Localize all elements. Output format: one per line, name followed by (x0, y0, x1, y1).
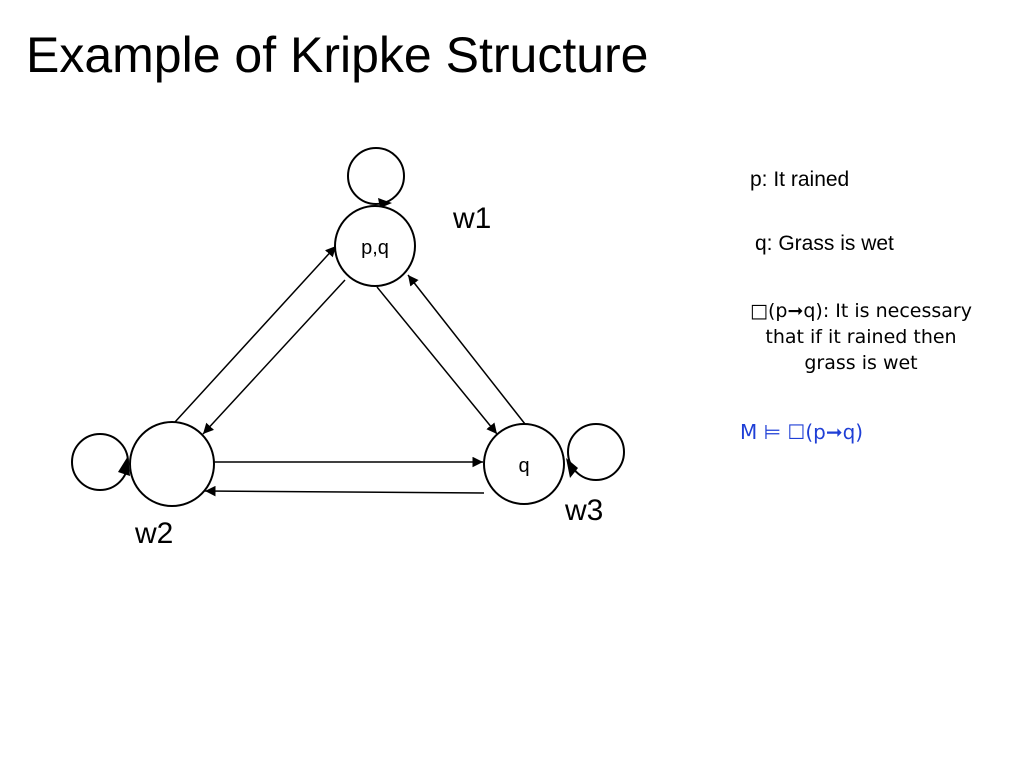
loop-w2 (71, 433, 129, 491)
loop-w1-arrowhead (378, 198, 392, 208)
loop-w2-arrowhead (118, 456, 130, 476)
edge-w1-to-w3 (376, 286, 498, 435)
world-node-w1 (334, 205, 416, 287)
legend-p: p: It rained (750, 168, 850, 191)
slide-title: Example of Kripke Structure (26, 27, 649, 83)
world-name-w3: w3 (564, 494, 603, 527)
world-valuation-w3: q (518, 455, 529, 477)
edge-w1-to-w2 (202, 279, 346, 435)
world-name-w2: w2 (134, 517, 173, 550)
loop-w1 (347, 147, 405, 205)
world-valuation-w1: p,q (361, 237, 389, 259)
world-node-w3 (483, 423, 565, 505)
loop-w3-arrowhead (566, 458, 578, 478)
legend-necessity-line-2: that if it rained then (765, 326, 957, 348)
edge-w3-to-w2 (204, 485, 485, 497)
model-satisfies-formula: M ⊨ ☐(p➞q) (740, 420, 864, 444)
loop-w3 (567, 423, 625, 481)
legend-necessity-line-3: grass is wet (804, 352, 918, 374)
legend-q: q: Grass is wet (755, 232, 894, 255)
edge-w3-to-w1 (407, 274, 526, 425)
world-node-w2 (129, 421, 215, 507)
legend-necessity-line-1: □(p➞q): It is necessary (750, 300, 972, 322)
legend-necessity: □(p➞q): It is necessary that if it raine… (728, 298, 994, 376)
world-name-w1: w1 (452, 202, 491, 235)
edge-w2-to-w1 (174, 245, 337, 423)
